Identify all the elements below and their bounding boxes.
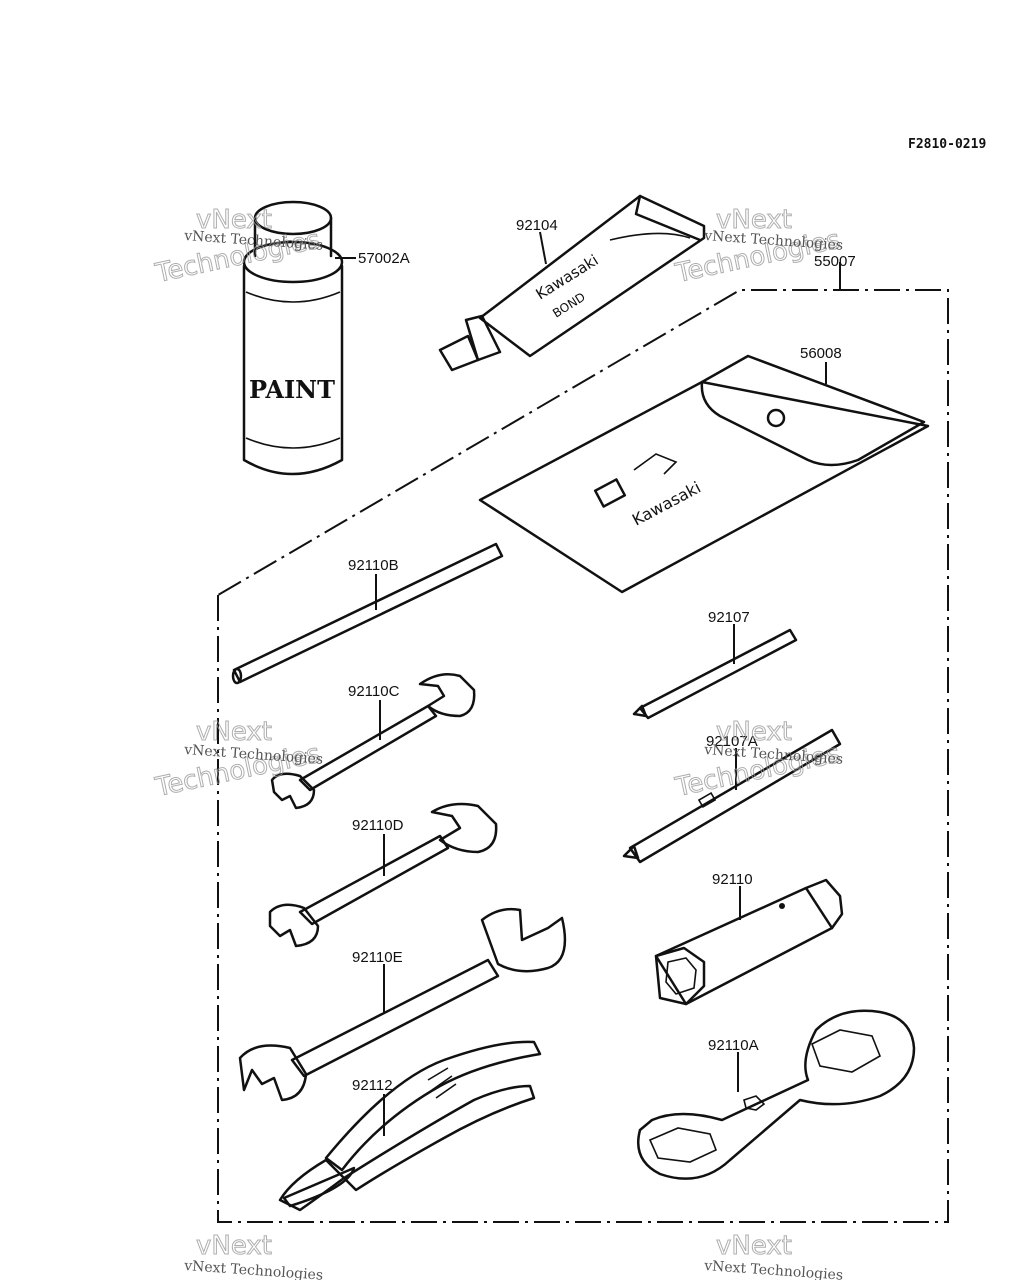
watermark-1: vNext Technologies vNext Technologies [152,205,324,290]
svg-text:vNext: vNext [716,205,792,235]
label-92110A: 92110A [708,1037,759,1054]
wrench-c: 92110C [270,673,476,810]
svg-text:vNext: vNext [196,717,272,747]
tool-bag: Kawasaki 56008 [478,345,930,594]
bond-tube: Kawasaki BOND 92104 [438,194,706,372]
label-55007: 55007 [814,253,856,270]
label-92110: 92110 [712,871,753,888]
label-92110D: 92110D [352,817,404,834]
svg-text:vNext: vNext [196,1231,272,1261]
paint-can: PAINT 57002A [242,200,410,476]
label-92110B: 92110B [348,557,399,574]
tommy-bar: 92110B [231,542,504,685]
label-92110E: 92110E [352,949,403,966]
watermark-2: vNext Technologies vNext Technologies [672,205,844,290]
pliers: 92112 [278,1040,542,1212]
paint-can-text: PAINT [249,375,335,404]
tool-bag-brand: Kawasaki [629,478,704,530]
bond-tube-brand: Kawasaki [533,251,602,303]
watermark-6: vNext vNext Technologies [703,1231,844,1280]
svg-text:vNext: vNext [716,717,792,747]
plug-wrench: 92110 [654,871,844,1006]
label-92107: 92107 [708,609,750,626]
label-92104: 92104 [516,217,558,234]
label-56008: 56008 [800,345,842,362]
diagram-code: F2810-0219 [908,137,986,152]
wrench-e: 92110E [238,907,567,1102]
svg-text:vNext Technologies: vNext Technologies [703,1258,844,1280]
svg-text:vNext: vNext [196,205,272,235]
label-92110C: 92110C [348,683,400,700]
label-57002A: 57002A [358,250,410,267]
svg-text:vNext: vNext [716,1231,792,1261]
tool-kit-boundary [217,262,949,1223]
watermark-4: vNext Technologies vNext Technologies [672,717,844,804]
watermark-3: vNext Technologies vNext Technologies [152,717,324,804]
label-92107A: 92107A [706,733,758,750]
watermark-5: vNext vNext Technologies [183,1231,324,1280]
wrench-d: 92110D [268,802,498,948]
hex-wrench: 92110A [637,1009,916,1180]
screwdriver: 92107 [632,609,798,720]
svg-text:vNext Technologies: vNext Technologies [183,1258,324,1280]
label-92112: 92112 [352,1077,393,1094]
screwdriver-a: 92107A [622,728,842,864]
